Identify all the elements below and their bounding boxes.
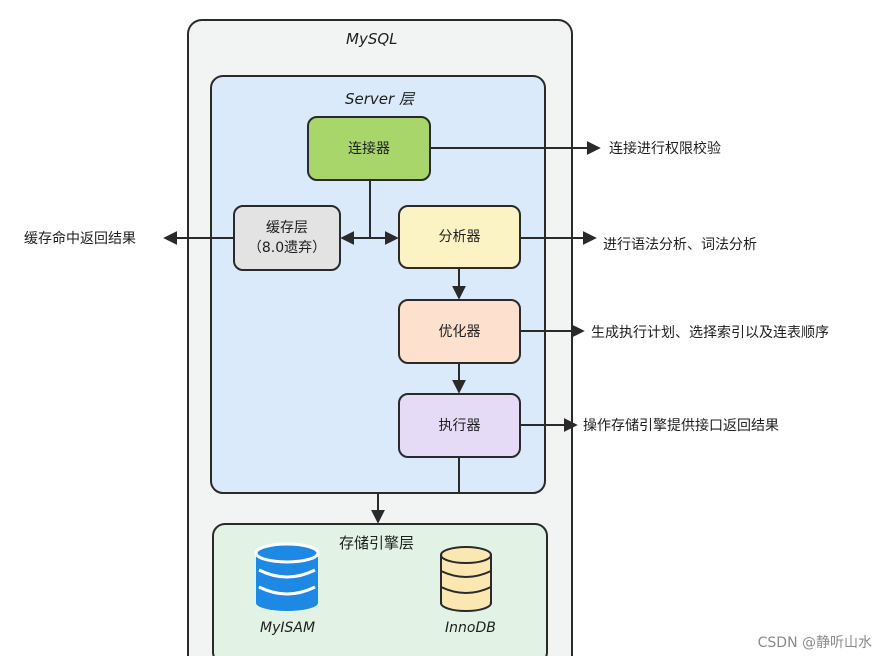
analyzer-annotation: 进行语法分析、词法分析: [603, 237, 757, 253]
executor-annotation: 操作存储引擎提供接口返回结果: [583, 418, 779, 434]
innodb-label: InnoDB: [445, 620, 496, 636]
myisam-database-icon: [254, 542, 320, 611]
analyzer-label: 分析器: [438, 229, 481, 245]
cache-box: 缓存层 （8.0遗弃）: [233, 205, 341, 271]
optimizer-annotation: 生成执行计划、选择索引以及连表顺序: [591, 325, 829, 341]
executor-label: 执行器: [438, 417, 481, 434]
optimizer-box: 优化器: [398, 299, 521, 364]
optimizer-label: 优化器: [438, 323, 481, 340]
innodb-database-icon: [440, 546, 492, 612]
connector-box: 连接器: [307, 116, 431, 181]
connector-annotation: 连接进行权限校验: [609, 141, 721, 157]
myisam-label: MyISAM: [260, 620, 316, 636]
cache-label: 缓存层: [266, 220, 308, 236]
server-layer-title: Server 层: [345, 90, 414, 108]
cache-annotation: 缓存命中返回结果: [24, 231, 136, 247]
mysql-title: MySQL: [346, 30, 398, 48]
storage-layer-title: 存储引擎层: [339, 534, 415, 552]
analyzer-box: 分析器: [398, 205, 521, 269]
executor-box: 执行器: [398, 393, 521, 458]
watermark: CSDN @静听山水: [757, 635, 872, 651]
cache-deprecated-note: （8.0遗弃）: [247, 240, 327, 256]
connector-label: 连接器: [348, 140, 390, 157]
